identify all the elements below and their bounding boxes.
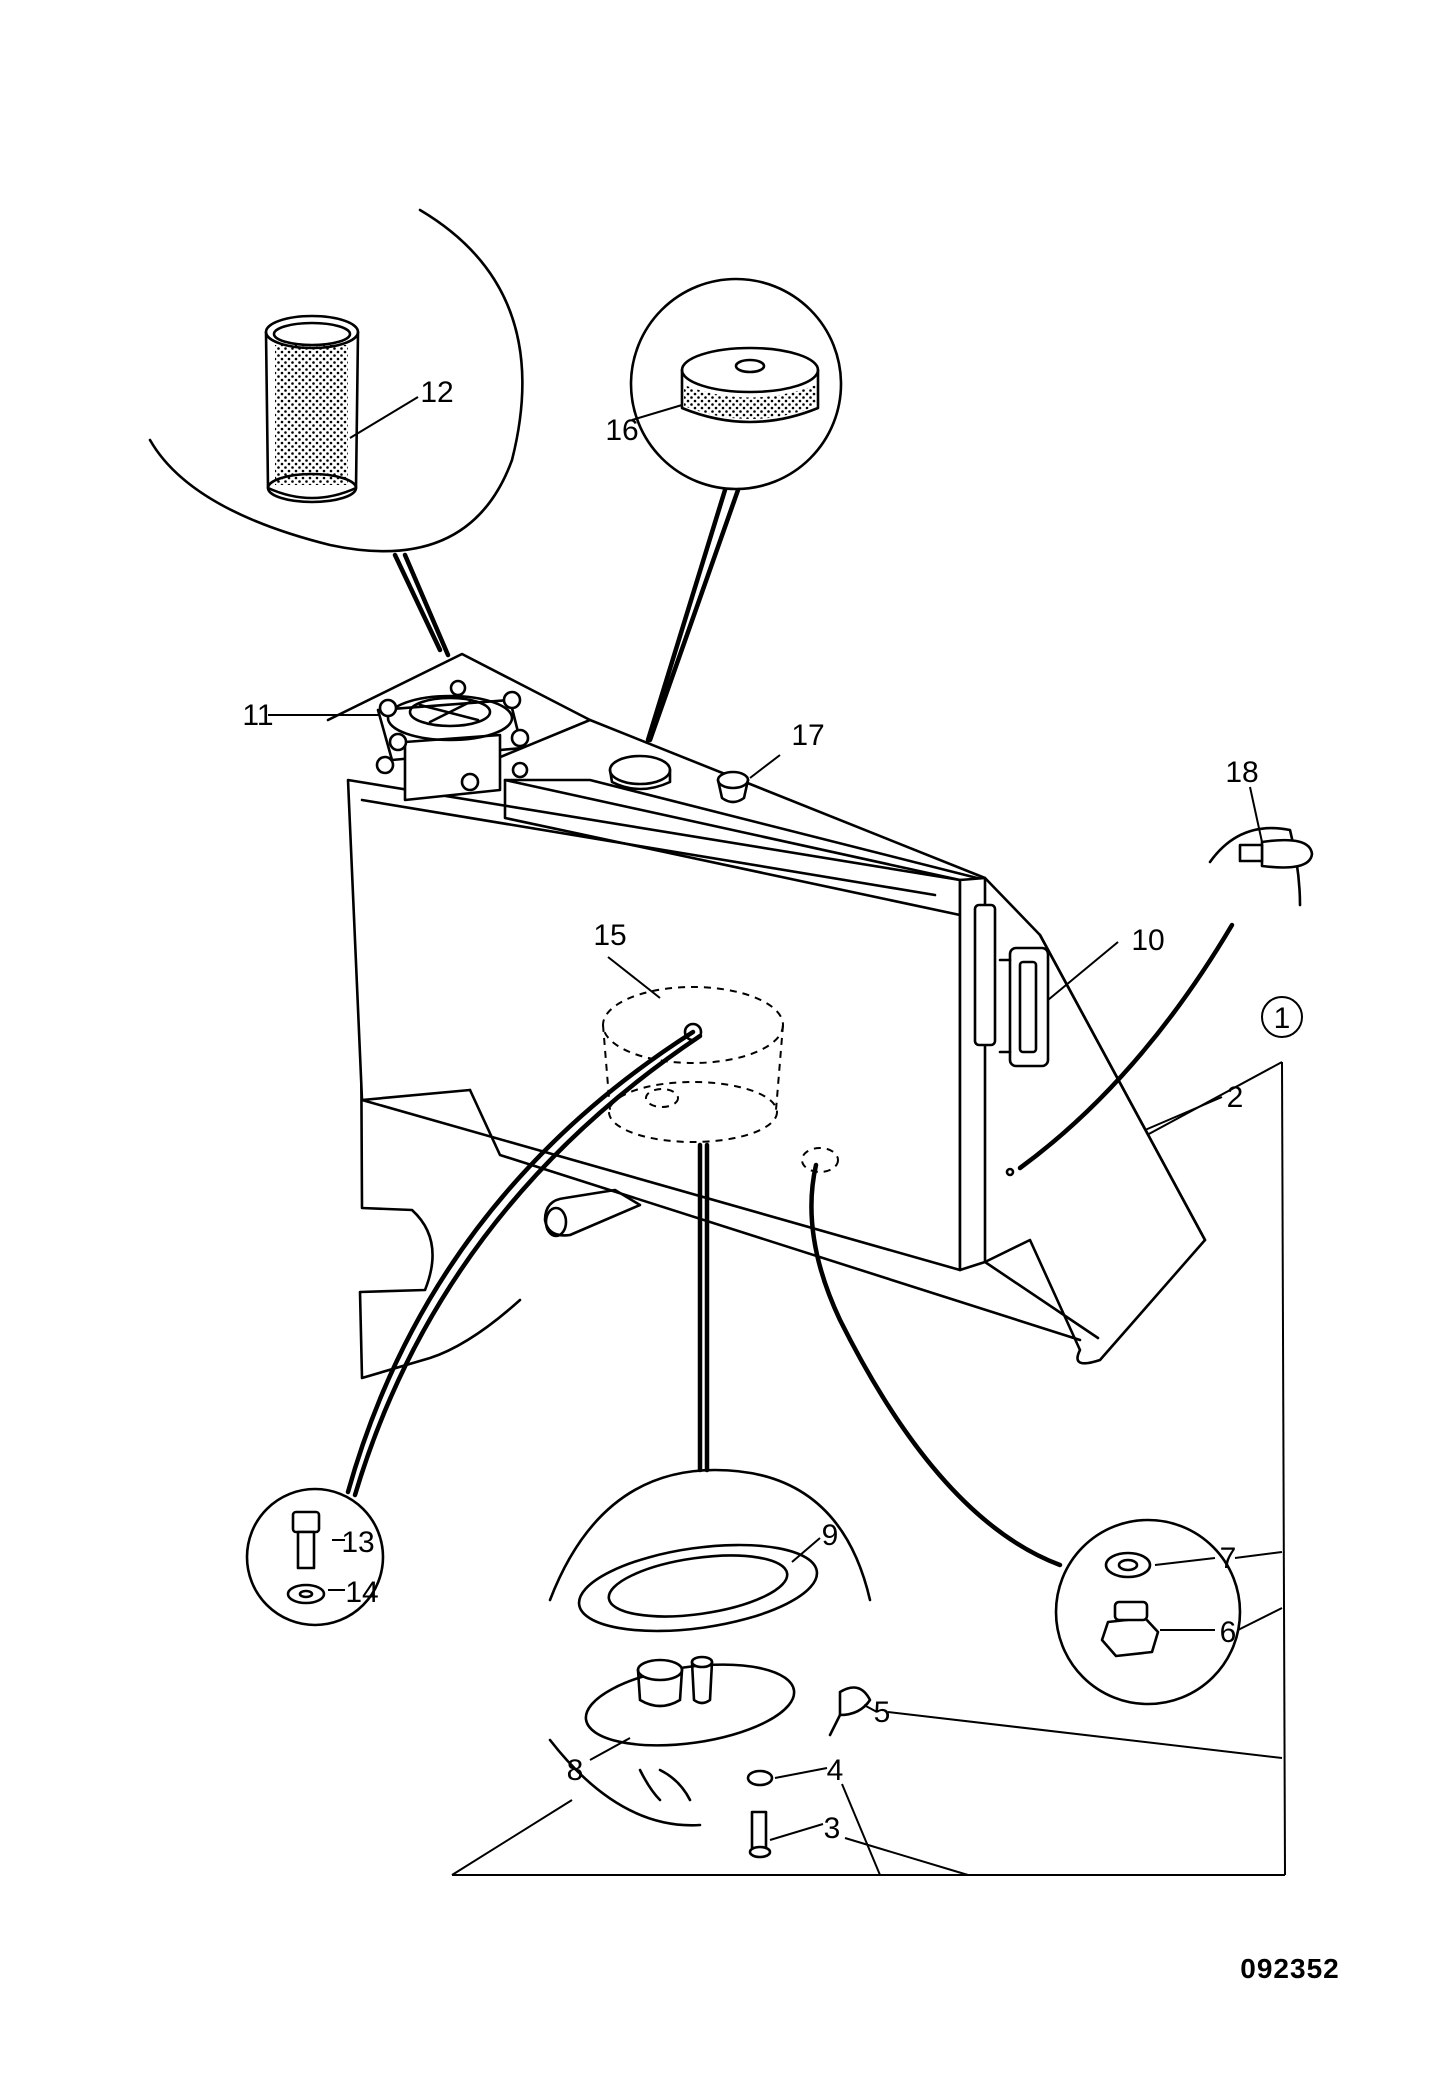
detail-drain-plug [809,1162,1242,1706]
callout-8: 8 [567,1754,584,1787]
callout-13: 13 [341,1526,374,1559]
document-number: 092352 [1240,1953,1339,1984]
callout-17: 17 [791,719,824,752]
callout-5: 5 [874,1696,891,1729]
callout-15: 15 [593,919,626,952]
callout-10: 10 [1131,924,1164,957]
filler-neck-flange [375,679,530,802]
callout-16: 16 [605,414,638,447]
callout-2: 2 [1227,1081,1244,1114]
callout-7: 7 [1220,1542,1237,1575]
detail-filler-cap [629,277,843,743]
callout-6: 6 [1220,1616,1237,1649]
detail-bolt-washer [245,1029,703,1627]
detail-plug [1017,826,1314,1171]
breather-plug [716,770,750,804]
bleed-hole [1005,1167,1015,1177]
callout-3: 3 [824,1812,841,1845]
assembly-callout-circle [1261,996,1303,1038]
leader-lines [268,396,1286,1876]
callout-4: 4 [827,1754,844,1787]
detail-cover-plate [548,1142,872,1859]
tank-filler-cap [608,754,672,791]
sight-gauge [973,903,1050,1068]
callout-9: 9 [822,1519,839,1552]
callout-labels: 1 2 3 4 5 6 7 8 9 10 11 12 13 14 15 16 1… [242,376,1303,1845]
callout-1: 1 [1274,1002,1291,1035]
detail-filter-element [148,208,524,658]
tank-assembly [326,652,1207,1380]
callout-11: 11 [242,699,273,732]
callout-12: 12 [420,376,453,409]
callout-14: 14 [345,1576,378,1609]
callout-18: 18 [1225,756,1258,789]
